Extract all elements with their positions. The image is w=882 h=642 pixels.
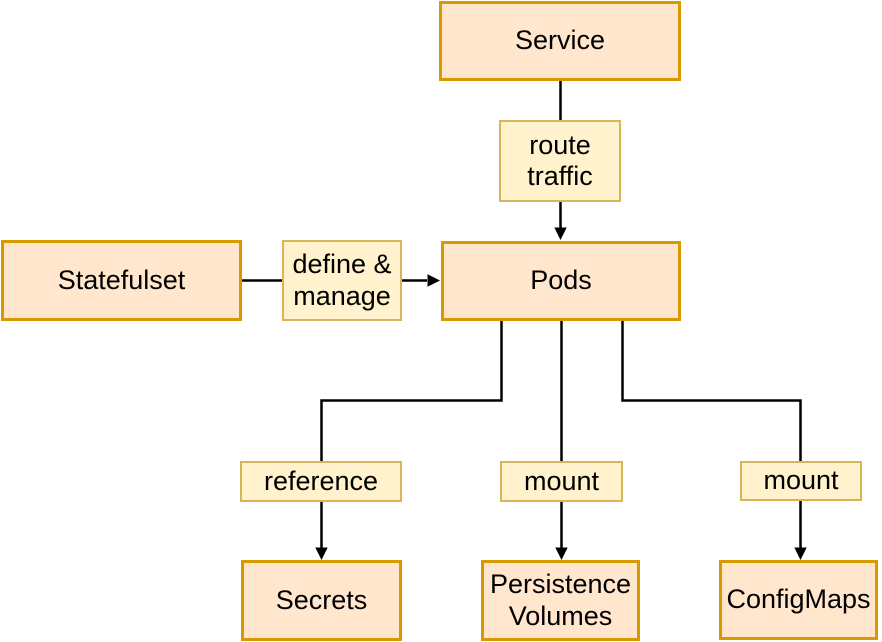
arrowhead-down-icon xyxy=(794,547,807,560)
node-configmaps: ConfigMaps xyxy=(719,560,878,640)
node-pods: Pods xyxy=(441,241,681,321)
edge-label-mount-left: mount xyxy=(500,461,623,502)
edge-label-define-manage: define & manage xyxy=(282,240,402,321)
node-persistence-volumes: Persistence Volumes xyxy=(481,560,640,641)
edge-label-reference: reference xyxy=(240,461,402,502)
arrowhead-down-icon xyxy=(554,227,567,240)
arrowhead-down-icon xyxy=(555,547,568,560)
node-statefulset: Statefulset xyxy=(1,240,242,321)
edge-label-route-traffic: route traffic xyxy=(499,120,621,202)
node-secrets: Secrets xyxy=(241,560,402,641)
edge-pods-to-persistence-volumes xyxy=(555,321,568,560)
edge-label-mount-right: mount xyxy=(740,461,862,501)
arrowhead-down-icon xyxy=(315,547,328,560)
edge-line xyxy=(621,321,802,548)
edge-pods-to-secrets xyxy=(315,321,503,560)
arrowhead-right-icon xyxy=(427,274,440,287)
edge-line xyxy=(320,321,503,548)
edge-pods-to-configmaps xyxy=(621,321,807,560)
node-service: Service xyxy=(439,1,681,81)
